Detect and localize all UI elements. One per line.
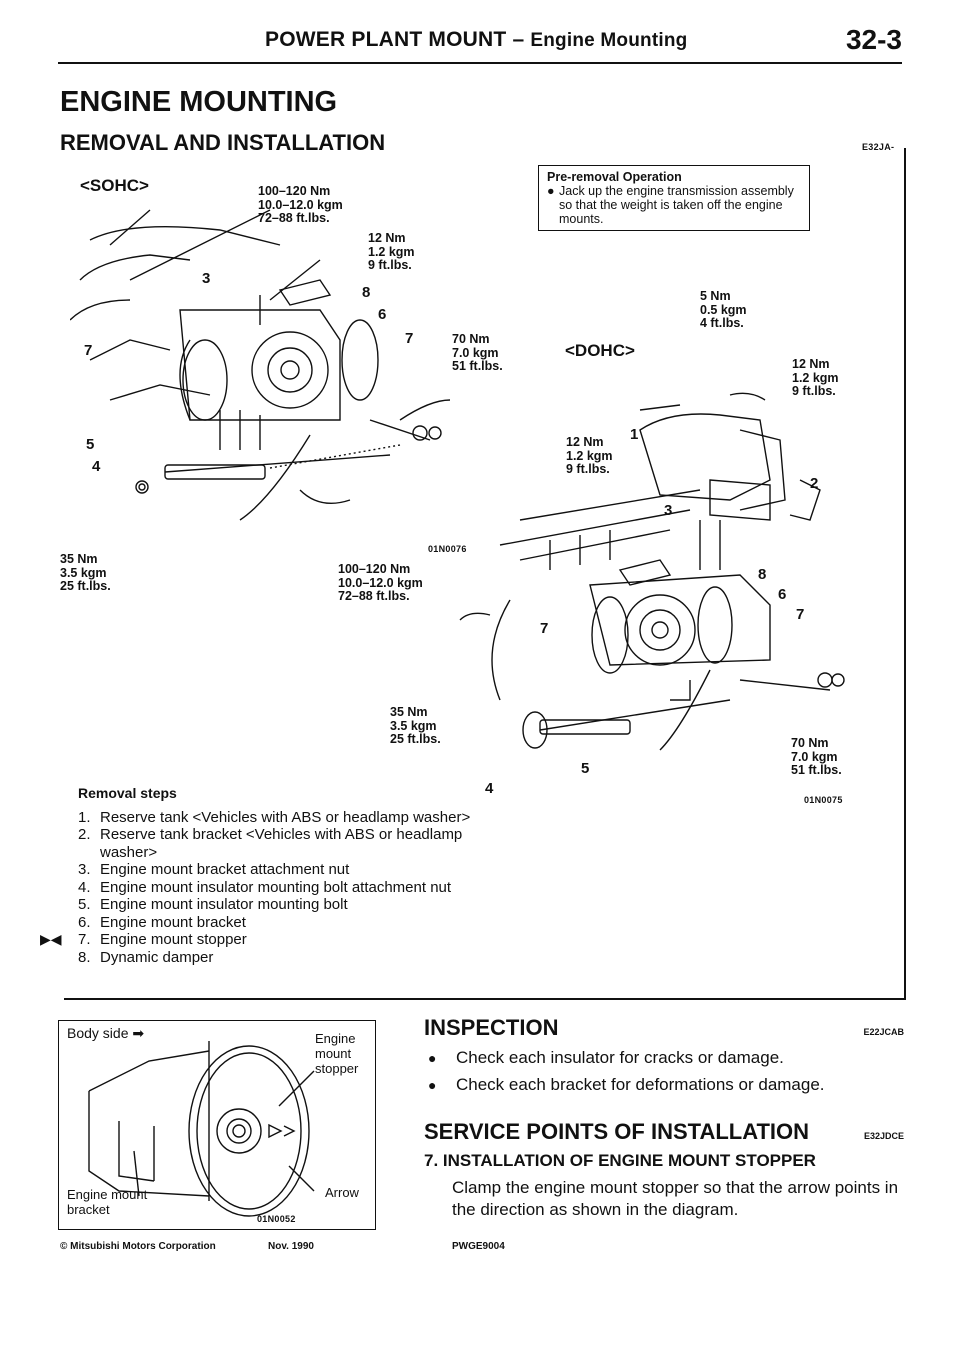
dohc-torque-12-left: 12 Nm 1.2 kgm 9 ft.lbs. <box>566 435 613 476</box>
list-item: 1.Reserve tank <Vehicles with ABS or hea… <box>78 808 471 826</box>
sub-heading: REMOVAL AND INSTALLATION <box>60 130 386 155</box>
list-item: 8.Dynamic damper <box>78 948 214 966</box>
arrow-label: Arrow <box>325 1185 359 1200</box>
dohc-part-label: 4 <box>485 780 494 797</box>
removal-steps-title: Removal steps <box>78 785 177 801</box>
section-border-bottom <box>64 998 906 1000</box>
list-item: 5.Engine mount insulator mounting bolt <box>78 896 348 913</box>
sohc-part-label: 5 <box>86 436 95 453</box>
sohc-torque-70: 70 Nm 7.0 kgm 51 ft.lbs. <box>452 332 503 373</box>
dohc-torque-70: 70 Nm 7.0 kgm 51 ft.lbs. <box>791 736 842 777</box>
dohc-torque-5: 5 Nm 0.5 kgm 4 ft.lbs. <box>700 289 747 330</box>
dohc-torque-100: 100–120 Nm 10.0–12.0 kgm 72–88 ft.lbs. <box>338 562 423 603</box>
bullet-icon: ● <box>547 184 555 198</box>
dohc-part-label: 7 <box>540 620 549 637</box>
dohc-part-label: 8 <box>758 566 767 583</box>
header-title: POWER PLANT MOUNT – Engine Mounting <box>265 28 688 51</box>
list-item: 6.Engine mount bracket <box>78 913 246 931</box>
sohc-fig-code: 01N0076 <box>428 544 467 554</box>
section-code: E32JA- <box>862 142 895 152</box>
pre-removal-text: Jack up the engine transmission assembly… <box>559 184 794 226</box>
sohc-part-label: 3 <box>202 270 211 287</box>
bullet-icon: ● <box>428 1050 437 1066</box>
list-item: 4.Engine mount insulator mounting bolt a… <box>78 878 452 896</box>
dohc-part-label: 5 <box>581 760 590 777</box>
service-code: E32JDCE <box>863 1131 904 1141</box>
sohc-variant-label: <SOHC> <box>80 176 149 195</box>
service-heading: SERVICE POINTS OF INSTALLATION E32JDCE <box>424 1119 904 1144</box>
sohc-engine-illustration <box>70 209 451 521</box>
sohc-part-label: 8 <box>362 284 371 301</box>
pre-removal-box: Pre-removal Operation ● Jack up the engi… <box>538 165 810 231</box>
removal-steps: Removal steps 1.Reserve tank <Vehicles w… <box>40 785 498 966</box>
dohc-engine-illustration <box>459 392 845 751</box>
list-item: 2.Reserve tank bracket <Vehicles with AB… <box>78 826 463 861</box>
header-rule <box>58 62 902 64</box>
dohc-variant-label: <DOHC> <box>565 341 635 360</box>
sohc-torque-35: 35 Nm 3.5 kgm 25 ft.lbs. <box>60 552 111 593</box>
dohc-part-label: 6 <box>778 586 787 603</box>
dohc-part-label: 2 <box>810 475 819 492</box>
inspection-heading: INSPECTION E22JCAB <box>424 1015 904 1040</box>
dohc-part-label: 3 <box>664 502 673 519</box>
dohc-part-label: 7 <box>796 606 805 623</box>
pre-removal-title: Pre-removal Operation <box>547 170 682 184</box>
section-border-right <box>904 148 906 998</box>
stopper-diagram: Body side ➡ Engine mount stopper Arrow E… <box>58 1020 376 1230</box>
service-step-text: Clamp the engine mount stopper so that t… <box>452 1178 899 1219</box>
service-point-marker-icon: ▶◀ <box>40 931 62 947</box>
stopper-illustration <box>88 1041 315 1217</box>
dohc-torque-12-right: 12 Nm 1.2 kgm 9 ft.lbs. <box>792 357 839 398</box>
main-heading: ENGINE MOUNTING <box>60 86 338 118</box>
list-item: ● Check each bracket for deformations or… <box>424 1075 904 1095</box>
dohc-fig-code: 01N0075 <box>804 795 843 805</box>
stopper-fig-code: 01N0052 <box>257 1214 296 1224</box>
list-item: 3.Engine mount bracket attachment nut <box>78 861 350 878</box>
page-number: 32-3 <box>845 24 902 55</box>
inspection-section: INSPECTION E22JCAB ● Check each insulato… <box>424 1015 904 1221</box>
footer-copyright: © Mitsubishi Motors Corporation <box>60 1241 216 1252</box>
page-header: POWER PLANT MOUNT – Engine Mounting 32-3 <box>0 22 960 64</box>
service-step-title: 7. INSTALLATION OF ENGINE MOUNT STOPPER <box>424 1151 816 1170</box>
inspection-code: E22JCAB <box>863 1027 904 1037</box>
sohc-part-label: 7 <box>84 342 93 359</box>
dohc-torque-35: 35 Nm 3.5 kgm 25 ft.lbs. <box>390 705 441 746</box>
list-item: ● Check each insulator for cracks or dam… <box>424 1048 904 1068</box>
bullet-icon: ● <box>428 1077 437 1093</box>
footer-date: Nov. 1990 <box>268 1241 314 1252</box>
sohc-torque-12: 12 Nm 1.2 kgm 9 ft.lbs. <box>368 231 415 272</box>
body-side-label: Body side ➡ <box>67 1025 145 1041</box>
dohc-part-label: 1 <box>630 426 639 443</box>
sohc-torque-top: 100–120 Nm 10.0–12.0 kgm 72–88 ft.lbs. <box>258 184 343 225</box>
sohc-part-label: 6 <box>378 306 387 323</box>
sohc-part-label: 4 <box>92 458 101 475</box>
sohc-part-label: 7 <box>405 330 414 347</box>
engine-mount-stopper-label: Engine mount stopper <box>315 1031 359 1076</box>
footer-code: PWGE9004 <box>452 1241 505 1252</box>
engine-mount-bracket-label: Engine mount bracket <box>67 1187 148 1217</box>
list-item: ▶◀7.Engine mount stopper <box>40 931 247 948</box>
